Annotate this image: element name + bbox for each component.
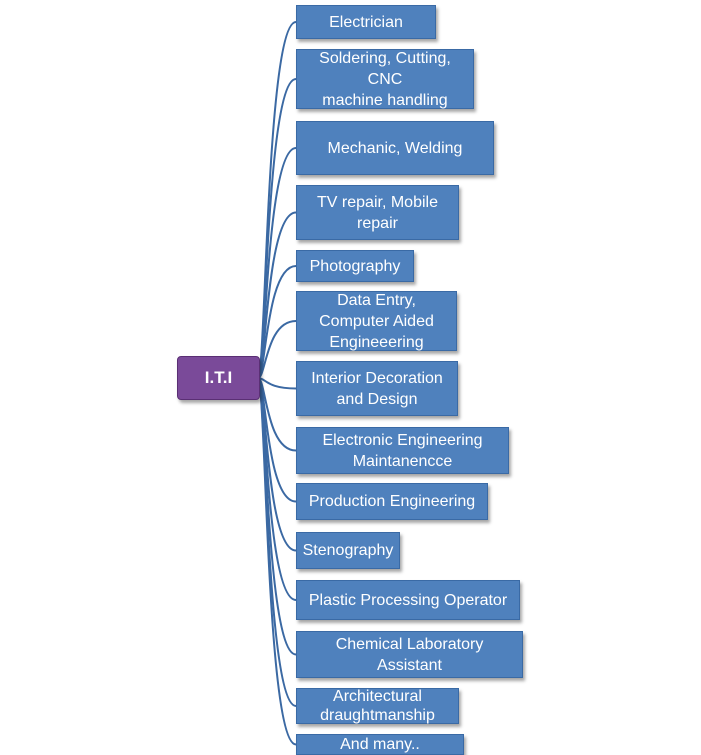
item-electrician: Electrician [296, 5, 436, 39]
connector-line-5 [257, 320, 297, 379]
item-photography: Photography [296, 250, 414, 282]
item-electronic-engineering: Electronic Engineering Maintanencce [296, 427, 509, 474]
item-data-entry-cae: Data Entry, Computer Aided Engineeering [296, 291, 457, 351]
connector-line-6 [257, 377, 297, 390]
root-node-iti: I.T.I [177, 356, 260, 400]
item-soldering-cutting-cnc: Soldering, Cutting, CNC machine handling [296, 49, 474, 109]
item-tv-mobile-repair: TV repair, Mobile repair [296, 185, 459, 240]
connector-line-10 [257, 377, 297, 601]
item-production-engineering: Production Engineering [296, 483, 488, 520]
item-interior-decoration: Interior Decoration and Design [296, 361, 458, 416]
connector-line-13 [257, 377, 297, 746]
item-mechanic-welding: Mechanic, Welding [296, 121, 494, 175]
item-architectural-draughtmanship: Architectural draughtmanship [296, 688, 459, 724]
connector-line-12 [257, 377, 297, 707]
item-and-many: And many.. [296, 734, 464, 755]
item-stenography: Stenography [296, 532, 400, 569]
item-plastic-processing: Plastic Processing Operator [296, 580, 520, 620]
item-chemical-lab-assistant: Chemical Laboratory Assistant [296, 631, 523, 678]
